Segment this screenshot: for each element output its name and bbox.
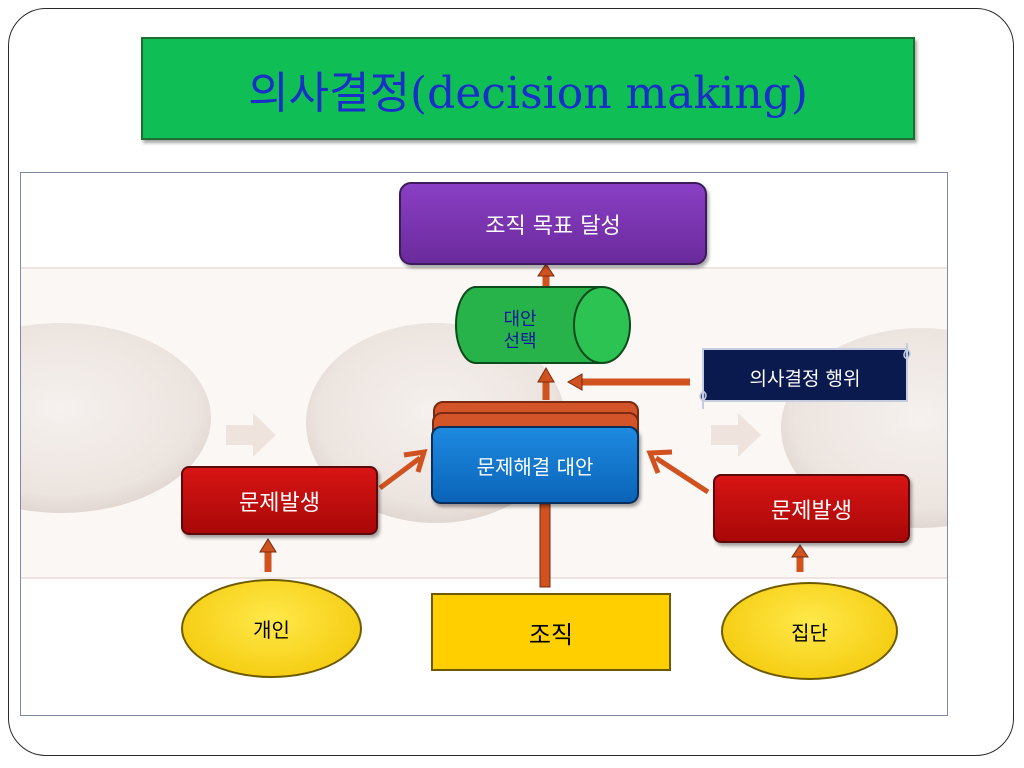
solution-alternatives-box: 문제해결 대안 bbox=[431, 426, 639, 504]
individual-ellipse: 개인 bbox=[181, 579, 362, 678]
decision-act-banner bbox=[699, 343, 911, 409]
group-ellipse: 집단 bbox=[721, 582, 898, 680]
problem-occurrence-left: 문제발생 bbox=[181, 466, 378, 535]
alternative-selection-cylinder bbox=[455, 286, 631, 364]
slide-title: 의사결정(decision making) bbox=[141, 37, 915, 140]
alternative-selection-label: 대안 선택 bbox=[470, 298, 570, 364]
problem-occurrence-right: 문제발생 bbox=[713, 474, 910, 543]
alternative-selection-line1: 대안 bbox=[503, 309, 537, 330]
goal-box: 조직 목표 달성 bbox=[399, 182, 707, 265]
organization-box: 조직 bbox=[431, 593, 671, 671]
alternative-selection-line2: 선택 bbox=[503, 331, 537, 352]
decision-act-label: 의사결정 행위 bbox=[749, 367, 861, 390]
